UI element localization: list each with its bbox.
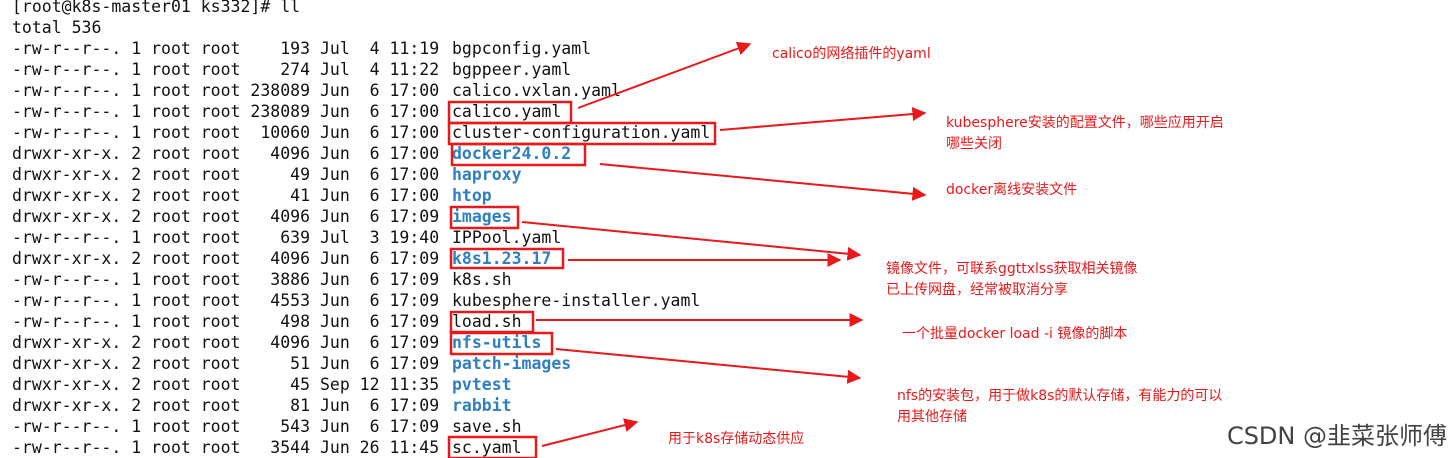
annotation-nfs-line2: 用其他存储 <box>897 409 967 425</box>
arrow-cluster-config <box>719 107 927 131</box>
file-name: calico.yaml <box>452 102 562 121</box>
annotation-images-line2: 已上传网盘，经常被取消分享 <box>886 282 1068 298</box>
directory-name: haproxy <box>452 165 522 184</box>
arrow-docker <box>599 163 927 201</box>
file-name: load.sh <box>452 312 522 331</box>
listing-row-meta: drwxr-xr-x. 2 root root 4096 Jun 6 17:09 <box>12 249 450 268</box>
file-name: IPPool.yaml <box>452 228 562 247</box>
listing-row-meta: drwxr-xr-x. 2 root root 41 Jun 6 17:00 <box>12 186 450 205</box>
listing-row-meta: drwxr-xr-x. 2 root root 45 Sep 12 11:35 <box>12 375 450 394</box>
directory-name: pvtest <box>452 375 512 394</box>
annotation-images-line1: 镜像文件，可联系ggttxlss获取相关镜像 <box>886 261 1138 277</box>
listing-row-meta: drwxr-xr-x. 2 root root 4096 Jun 6 17:09 <box>12 333 450 352</box>
highlight-box-nfs <box>449 331 554 356</box>
file-name: save.sh <box>452 417 522 436</box>
listing-row-meta: -rw-r--r--. 1 root root 4553 Jun 6 17:09 <box>12 291 450 310</box>
listing-row-meta: -rw-r--r--. 1 root root 274 Jul 4 11:22 <box>12 60 450 79</box>
arrow-sc <box>541 418 639 447</box>
annotation-docker: docker离线安装文件 <box>946 182 1078 198</box>
file-name: sc.yaml <box>452 438 522 457</box>
file-name: bgpconfig.yaml <box>452 39 592 58</box>
directory-name: docker24.0.2 <box>452 144 572 163</box>
annotation-nfs-line1: nfs的安装包，用于做k8s的默认存储，有能力的可以 <box>897 388 1223 404</box>
file-name: kubesphere-installer.yaml <box>452 291 701 310</box>
listing-row-meta: -rw-r--r--. 1 root root 498 Jun 6 17:09 <box>12 312 450 331</box>
file-name: calico.vxlan.yaml <box>452 81 621 100</box>
shell-prompt: [root@k8s-master01 ks332]# ll <box>12 0 301 16</box>
listing-row-meta: -rw-r--r--. 1 root root 10060 Jun 6 17:0… <box>12 123 450 142</box>
highlight-box-k8s <box>449 247 565 270</box>
listing-row-meta: drwxr-xr-x. 2 root root 51 Jun 6 17:09 <box>12 354 450 373</box>
directory-name: nfs-utils <box>452 333 542 352</box>
highlight-box-images <box>449 205 520 230</box>
highlight-box-load <box>449 310 535 334</box>
listing-row-meta: -rw-r--r--. 1 root root 3886 Jun 6 17:09 <box>12 270 450 289</box>
listing-row-meta: -rw-r--r--. 1 root root 238089 Jun 6 17:… <box>12 102 450 121</box>
directory-name: images <box>452 207 512 226</box>
listing-row-meta: drwxr-xr-x. 2 root root 81 Jun 6 17:09 <box>12 396 450 415</box>
annotation-kubesphere-line1: kubesphere安装的配置文件，哪些应用开启 <box>946 115 1224 131</box>
file-name: cluster-configuration.yaml <box>452 123 711 142</box>
annotation-sc: 用于k8s存储动态供应 <box>668 431 805 447</box>
arrow-calico <box>577 41 752 109</box>
total-line: total 536 <box>12 18 102 37</box>
annotation-load: 一个批量docker load -i 镜像的脚本 <box>902 326 1128 342</box>
listing-row-meta: drwxr-xr-x. 2 root root 4096 Jun 6 17:00 <box>12 144 450 163</box>
highlight-box-sc <box>447 435 538 458</box>
file-name: bgppeer.yaml <box>452 60 572 79</box>
listing-row-meta: -rw-r--r--. 1 root root 3544 Jun 26 11:4… <box>12 438 450 457</box>
arrow-nfs <box>555 348 862 384</box>
arrow-images <box>521 221 862 261</box>
file-name: k8s.sh <box>452 270 512 289</box>
listing-row-meta: -rw-r--r--. 1 root root 193 Jul 4 11:19 <box>12 39 450 58</box>
listing-row-meta: drwxr-xr-x. 2 root root 4096 Jun 6 17:09 <box>12 207 450 226</box>
highlight-box-docker <box>450 142 587 167</box>
directory-name: patch-images <box>452 354 572 373</box>
highlight-box-cluster-config <box>447 121 717 146</box>
directory-name: k8s1.23.17 <box>452 249 552 268</box>
listing-row-meta: -rw-r--r--. 1 root root 543 Jun 6 17:09 <box>12 417 450 436</box>
listing-row-meta: -rw-r--r--. 1 root root 639 Jul 3 19:40 <box>12 228 450 247</box>
annotation-kubesphere-line2: 哪些关闭 <box>946 136 1002 152</box>
watermark: CSDN @韭菜张师傅 <box>1226 422 1447 450</box>
annotation-calico: calico的网络插件的yaml <box>772 46 931 62</box>
highlight-box-calico <box>447 100 573 125</box>
directory-name: htop <box>452 186 492 205</box>
listing-row-meta: drwxr-xr-x. 2 root root 49 Jun 6 17:00 <box>12 165 450 184</box>
directory-name: rabbit <box>452 396 512 415</box>
listing-row-meta: -rw-r--r--. 1 root root 238089 Jun 6 17:… <box>12 81 450 100</box>
